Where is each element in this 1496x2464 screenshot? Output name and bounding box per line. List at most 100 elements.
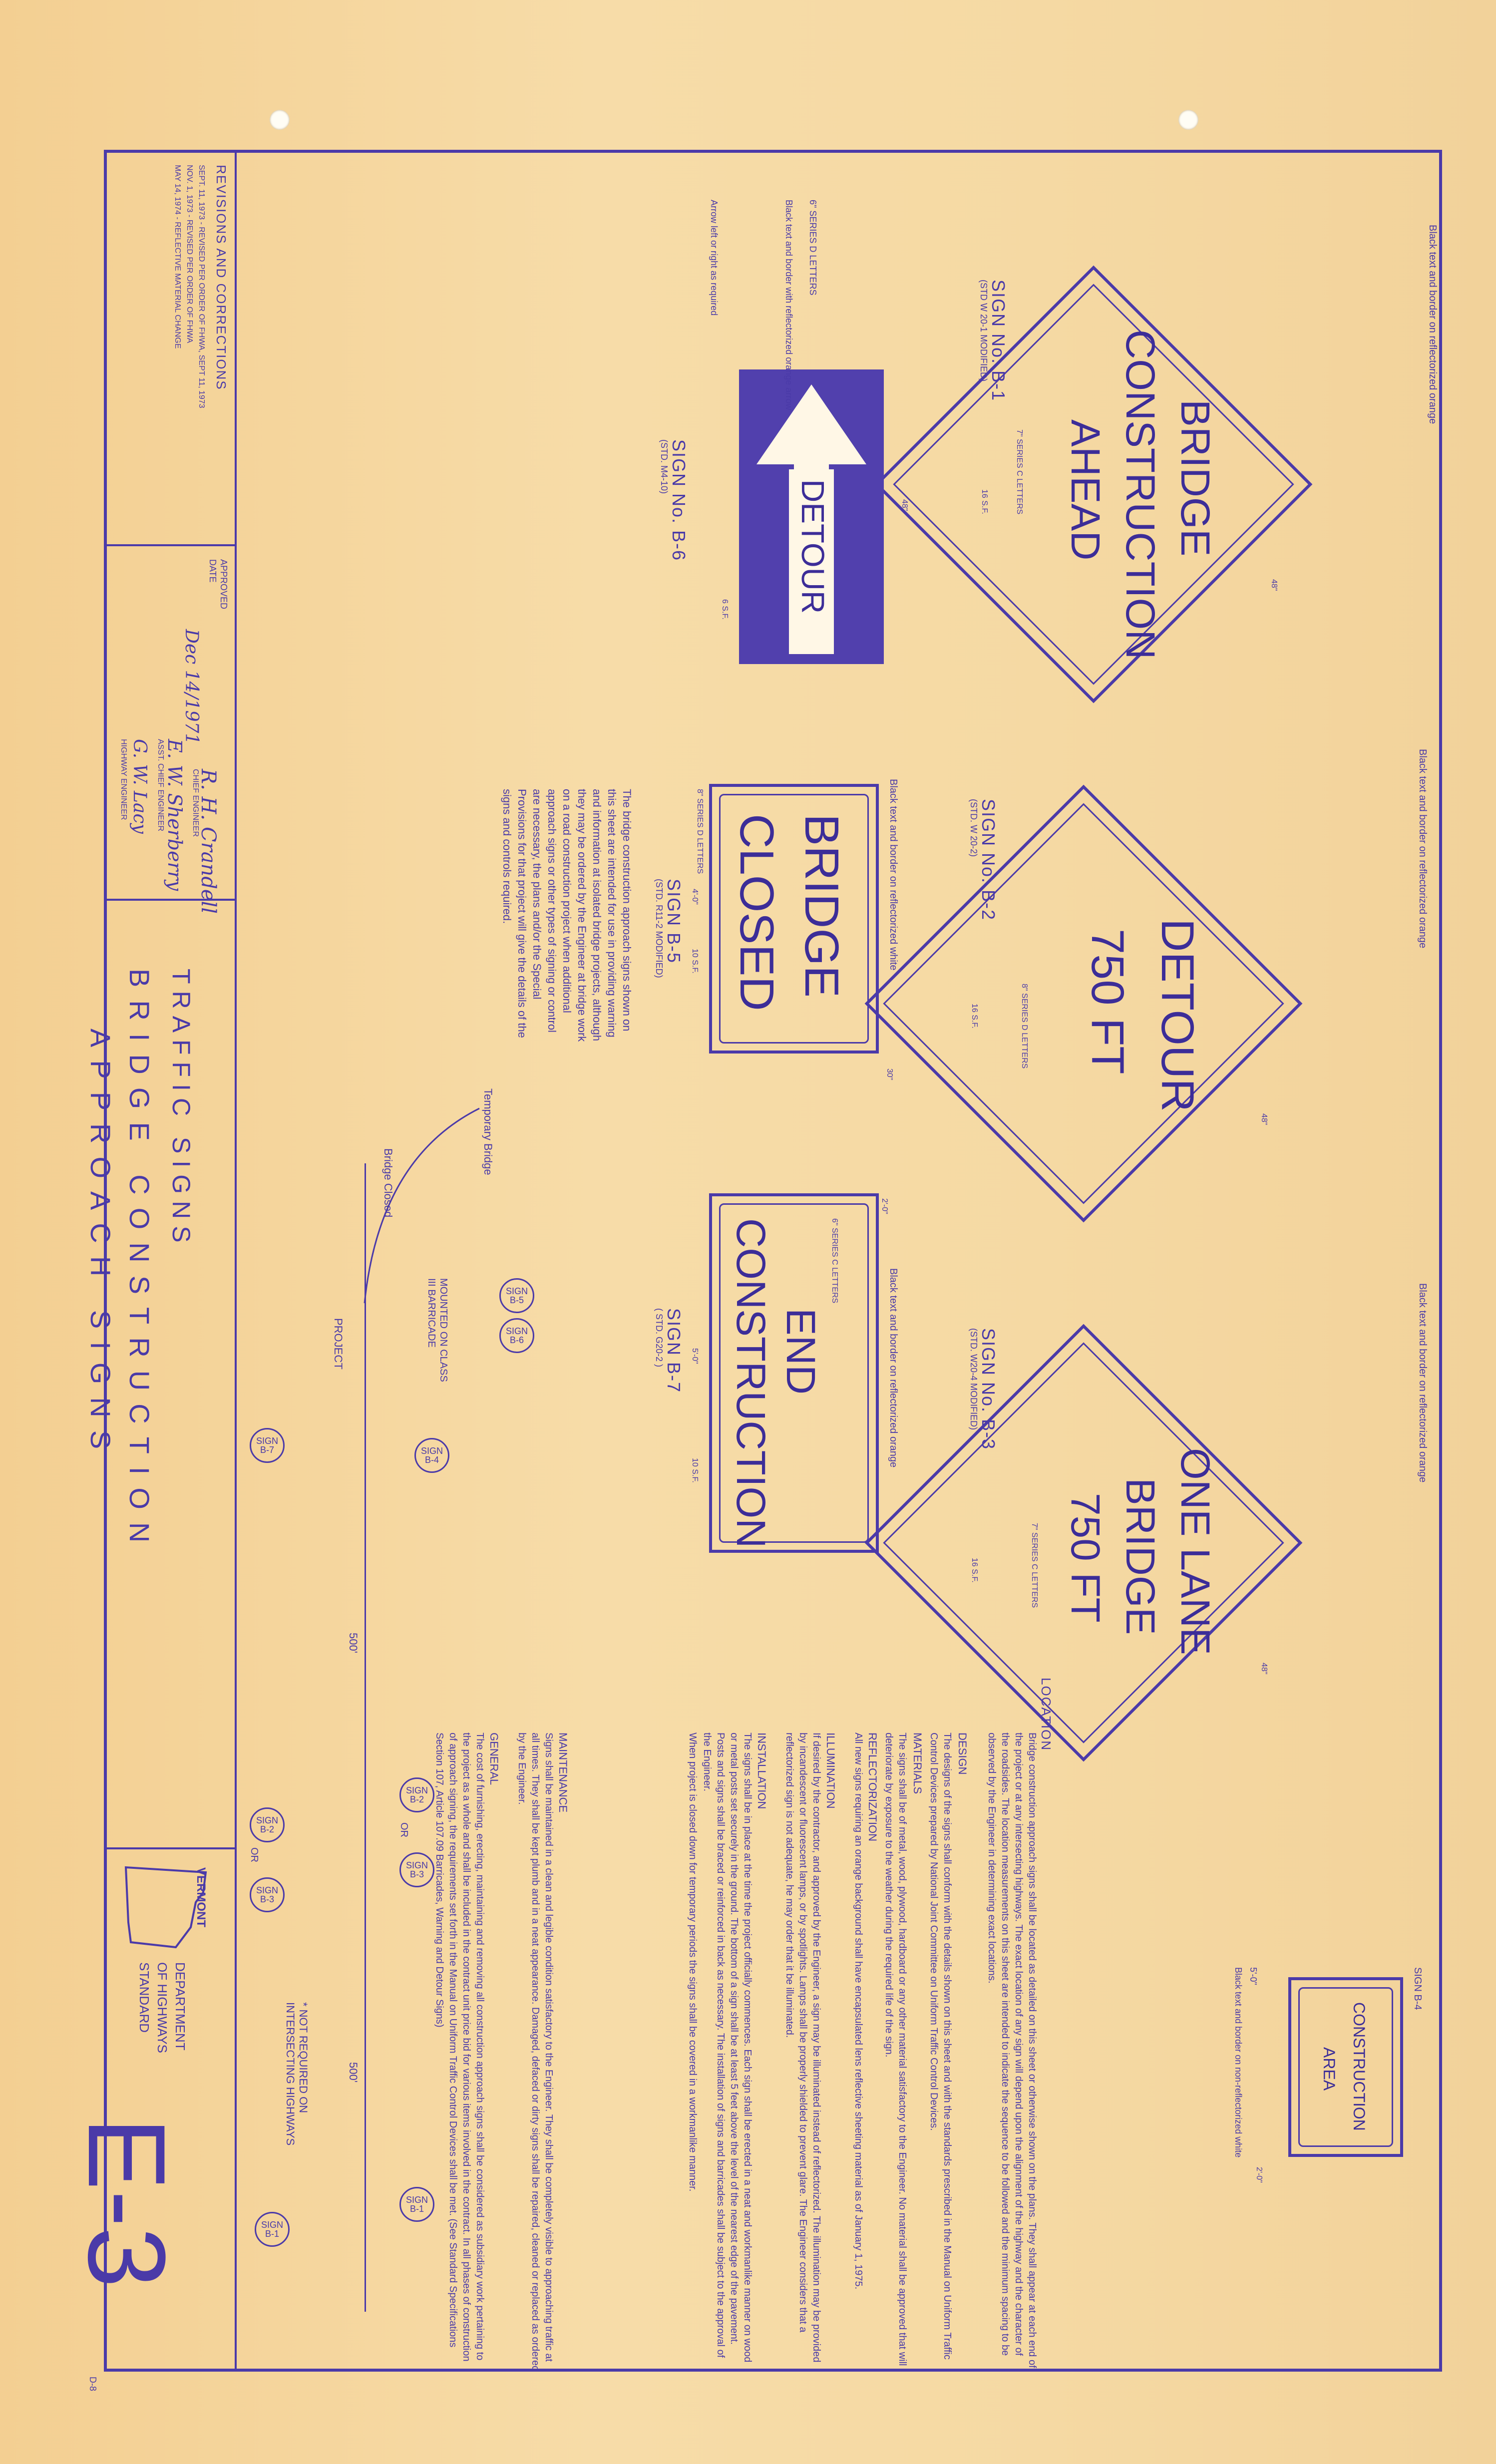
sign-b5-dim2: 30" xyxy=(885,1068,894,1080)
sign-callout-b1-a: SIGN B-1 xyxy=(399,2187,434,2222)
sign-b2-caption: SIGN No. B-2 xyxy=(978,799,999,921)
title-line-1: TRAFFIC SIGNS xyxy=(167,969,195,1250)
sign-b3-std: (STD. W20-4 MODIFIED) xyxy=(969,1328,979,1430)
title-line-2: BRIDGE CONSTRUCTION xyxy=(124,969,155,1556)
temporary-bridge-curve xyxy=(364,1107,480,1304)
sign-b7-dim2: 2'-0" xyxy=(880,1198,889,1214)
drawing-border xyxy=(104,150,1442,2372)
sign-b5-line2: CLOSED xyxy=(730,814,783,1011)
sign-b5-caption: SIGN B-5 xyxy=(664,879,684,964)
sign-b3-caption: SIGN No. B-3 xyxy=(978,1328,999,1450)
sign-b3-line3: 750 FT xyxy=(1063,1493,1108,1623)
date-label: DATE xyxy=(208,559,218,583)
sign-b1-line1: BRIDGE xyxy=(1172,399,1218,557)
sign-b7-std: ( STD. G20-2 ) xyxy=(654,1308,664,1368)
distance-500-b: 500' xyxy=(347,2062,360,2083)
sign-b4-caption: SIGN B-4 xyxy=(1412,1967,1423,2010)
sign-b7-area: 10 S.F. xyxy=(691,1458,699,1483)
sign-b7-rect xyxy=(709,1193,879,1553)
sign-b4-dim2: 2'-0" xyxy=(1255,2167,1263,2183)
role-asst-chief: ASST. CHIEF ENGINEER xyxy=(156,739,165,831)
sign-b5-area: 10 S.F. xyxy=(691,949,699,974)
sign-b6-note: Black text and border with reflectorized… xyxy=(784,200,794,410)
dept-line-3: STANDARD xyxy=(137,1962,152,2033)
sign-b3-line1: ONE LANE xyxy=(1172,1448,1218,1655)
sign-b6-caption: SIGN No. B-6 xyxy=(669,439,689,562)
sheet-number: E-3 xyxy=(65,2117,188,2288)
sign-b1-note: Black text and border on reflectorized o… xyxy=(1427,225,1438,424)
approval-divider xyxy=(104,899,237,901)
design-heading: DESIGN xyxy=(956,1733,969,1775)
illumination-notes: If desired by the contractor, and approv… xyxy=(784,1733,822,2363)
revision-3: MAY 14, 1974 - REFLECTIVE MATERIAL CHANG… xyxy=(173,165,182,349)
sign-b3-dim: 48" xyxy=(1260,1663,1268,1675)
arrow-up-icon xyxy=(756,384,866,469)
mounted-note: MOUNTED ON CLASS III BARRICADE xyxy=(426,1278,449,1382)
bridge-closed-label: Bridge Closed xyxy=(382,1148,394,1218)
sign-b2-area: 16 S.F. xyxy=(970,1004,979,1029)
sign-b6-std: (STD. M4-10) xyxy=(659,439,669,494)
sign-callout-b2: SIGN B-2 xyxy=(399,1777,434,1812)
title-divider xyxy=(104,1847,237,1849)
sign-callout-b1-b: SIGN B-1 xyxy=(255,2212,290,2247)
distance-500-a: 500' xyxy=(347,1633,360,1653)
role-highway-engineer: HIGHWAY ENGINEER xyxy=(119,739,128,820)
sign-b1-line3: AHEAD xyxy=(1063,419,1108,561)
general-heading: GENERAL xyxy=(488,1733,500,1785)
corner-code: D-8 xyxy=(88,2377,98,2392)
general-notes: The cost of furnishing, erecting, mainta… xyxy=(434,1733,485,2362)
sign-b4-note: Black text and border on non-reflectoriz… xyxy=(1233,1967,1243,2158)
role-chief-engineer: CHIEF ENGINEER xyxy=(191,769,200,837)
sign-b2-note: Black text and border on reflectorized o… xyxy=(1417,749,1428,949)
sign-b4-line2: AREA xyxy=(1320,2047,1338,2091)
sign-callout-b3: SIGN B-3 xyxy=(399,1852,434,1887)
sign-b1-dim: 48" xyxy=(1270,579,1278,591)
maintenance-heading: MAINTENANCE xyxy=(557,1733,569,1813)
state-name: VERMONT xyxy=(194,1867,208,1927)
sign-b6-letters: 6" SERIES D LETTERS xyxy=(808,200,818,296)
sign-b5-line1: BRIDGE xyxy=(795,814,848,998)
sign-b7-line2: CONSTRUCTION xyxy=(728,1218,773,1548)
sign-b3-area: 16 S.F. xyxy=(970,1558,979,1583)
sign-callout-b3-b: SIGN B-3 xyxy=(250,1877,285,1912)
sign-b6-arrow-shaft xyxy=(789,469,834,654)
or-label-2: OR xyxy=(249,1847,260,1862)
sign-b3-line2: BRIDGE xyxy=(1118,1478,1163,1635)
sign-b2-dim: 48" xyxy=(1260,1113,1268,1125)
sign-b3-note: Black text and border on reflectorized o… xyxy=(1417,1283,1428,1483)
sign-b7-letters: 6" SERIES C LETTERS xyxy=(830,1218,839,1304)
punch-hole xyxy=(1178,110,1198,130)
project-label: PROJECT xyxy=(332,1318,345,1370)
sign-callout-b5: SIGN B-5 xyxy=(499,1278,534,1313)
approval-date: Dec 14/1971 xyxy=(181,629,202,745)
sign-b5-std: (STD. R11-2 MODIFIED) xyxy=(654,879,664,978)
project-centerline xyxy=(365,1163,366,2312)
or-label-1: OR xyxy=(398,1822,409,1837)
sign-b2-letters: 8" SERIES D LETTERS xyxy=(1020,984,1029,1069)
sign-b5-letters: 8" SERIES D LETTERS xyxy=(696,789,704,874)
sign-b6-area: 6 S.F. xyxy=(721,599,729,620)
sign-callout-b2-b: SIGN B-2 xyxy=(250,1807,285,1842)
reflectorization-heading: REFLECTORIZATION xyxy=(866,1733,879,1841)
sign-b2-line1: DETOUR xyxy=(1152,919,1203,1112)
not-required-note: * NOT REQUIRED ON INTERSECTING HIGHWAYS xyxy=(284,2002,310,2146)
revision-1: SEPT. 11, 1973 - REVISED PER ORDER OF FH… xyxy=(197,165,206,408)
sign-b4-rect xyxy=(1288,1977,1403,2157)
sign-b6-dim: 48" xyxy=(900,499,909,511)
sign-b3-letters: 7" SERIES C LETTERS xyxy=(1030,1523,1039,1608)
punch-hole xyxy=(270,110,290,130)
approved-label: APPROVED xyxy=(219,559,229,610)
materials-heading: MATERIALS xyxy=(911,1733,924,1794)
vermont-state-outline-icon xyxy=(124,1866,207,1949)
sign-callout-b7: SIGN B-7 xyxy=(250,1428,285,1463)
signature-chief-engineer: R. H. Crandell xyxy=(197,769,220,914)
sign-b6-text: DETOUR xyxy=(795,479,831,614)
title-block-divider xyxy=(235,150,237,2372)
sign-b7-dim: 5'-0" xyxy=(691,1348,699,1364)
installation-notes: The signs shall be in place at the time … xyxy=(702,1733,753,2363)
sign-b2-line2: 750 FT xyxy=(1082,929,1133,1074)
location-notes: Bridge construction approach signs shall… xyxy=(986,1733,1038,2368)
sign-callout-b6: SIGN B-6 xyxy=(499,1318,534,1353)
sign-b1-letters: 7" SERIES C LETTERS xyxy=(1015,429,1024,515)
design-notes: The designs of the signs shall conform w… xyxy=(928,1733,953,2360)
